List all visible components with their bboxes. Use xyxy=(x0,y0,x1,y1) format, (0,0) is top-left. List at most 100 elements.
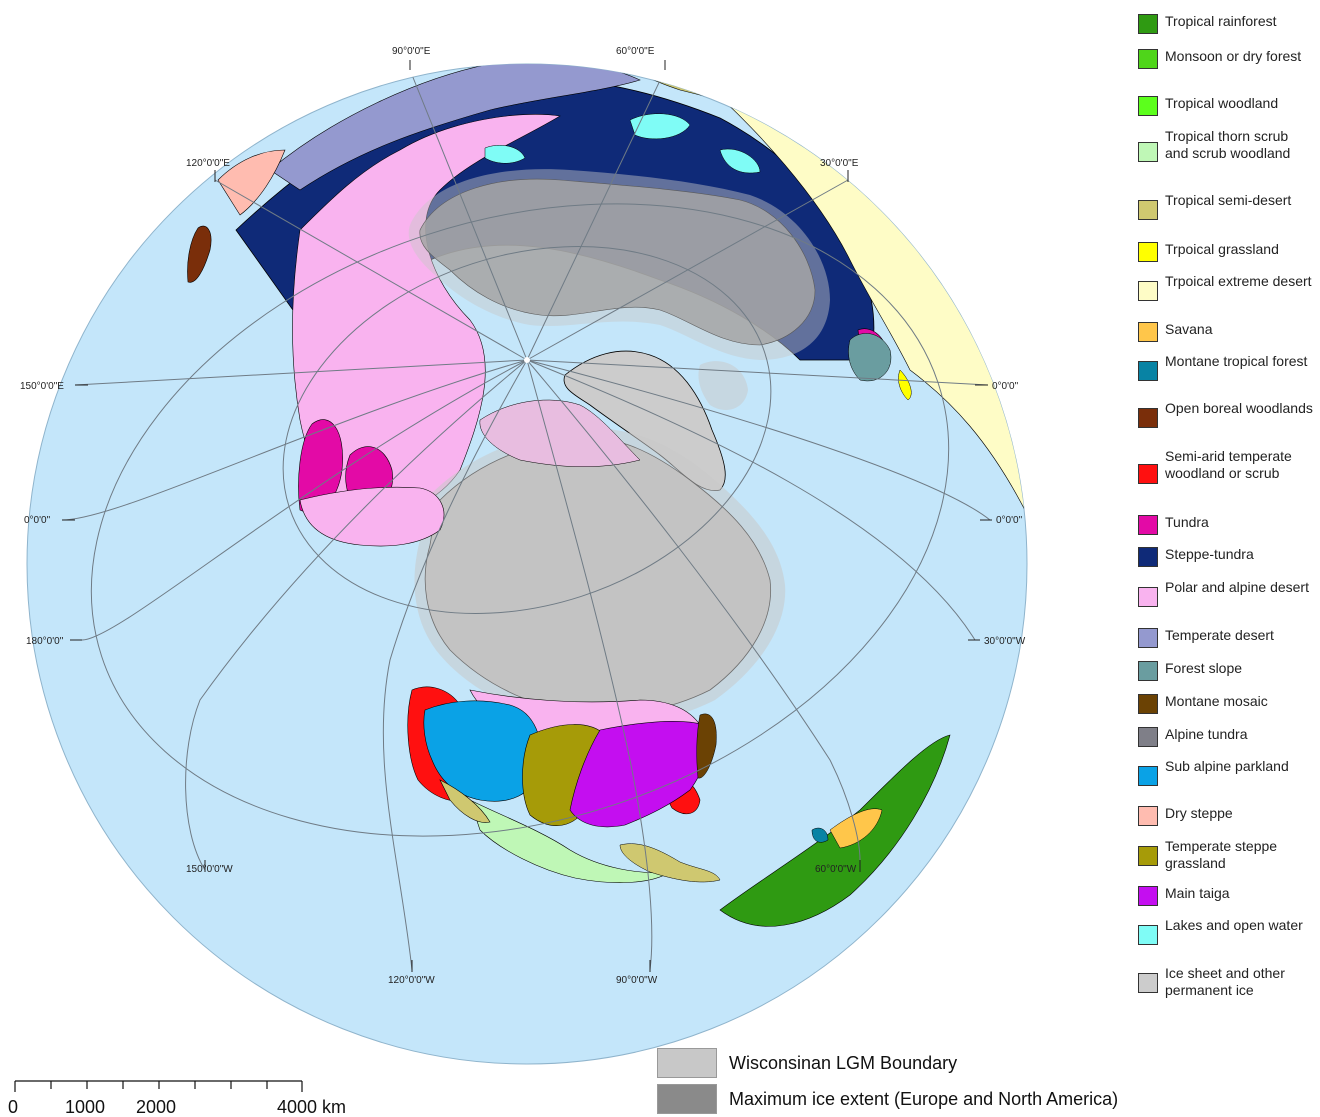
legend-swatch xyxy=(1138,49,1158,69)
legend-label: Maximum ice extent (Europe and North Ame… xyxy=(729,1088,1119,1109)
legend-item: Montane tropical forest xyxy=(1138,353,1315,381)
legend-item: Open boreal woodlands xyxy=(1138,400,1315,428)
scale-bar xyxy=(14,1080,303,1092)
legend-item: Tropical thorn scrub and scrub woodland xyxy=(1138,128,1315,162)
legend-swatch xyxy=(1138,242,1158,262)
legend-label: Montane mosaic xyxy=(1165,693,1268,709)
region-main-taiga xyxy=(569,721,708,828)
scale-label-0: 0 xyxy=(8,1097,18,1117)
coord-label-zero-lower: 0°0'0" xyxy=(996,515,1023,526)
coord-ticks xyxy=(62,60,992,972)
region-temperate-desert xyxy=(269,64,641,191)
legend-item: Main taiga xyxy=(1138,885,1315,906)
coord-label-60e: 60°0'0"E xyxy=(616,46,655,57)
coord-label-30w: 30°0'0"W xyxy=(984,636,1026,647)
legend-label: Tropical woodland xyxy=(1165,95,1279,111)
legend-item: Trpoical grassland xyxy=(1138,241,1315,262)
legend-item: Lakes and open water xyxy=(1138,917,1315,945)
legend-label: Monsoon or dry forest xyxy=(1165,48,1302,64)
legend-label: Temperate desert xyxy=(1165,627,1274,643)
legend-item: Forest slope xyxy=(1138,660,1315,681)
legend-swatch xyxy=(657,1048,717,1078)
region-open-boreal-woodland xyxy=(187,225,212,283)
region-tropical-semi-desert-mexico xyxy=(439,779,491,823)
coord-label-zero-left: 0°0'0" xyxy=(24,515,51,526)
scale-label-4000: 4000 km xyxy=(277,1097,346,1117)
coord-label-120e: 120°0'0"E xyxy=(186,158,230,169)
legend-swatch xyxy=(1138,727,1158,747)
coord-label-120w: 120°0'0"W xyxy=(388,975,435,986)
legend-swatch xyxy=(1138,846,1158,866)
legend-label: Dry steppe xyxy=(1165,805,1233,821)
coord-label-150e: 150°0'0"E xyxy=(20,381,64,392)
region-forest-slope-europe xyxy=(848,333,892,382)
legend-swatch xyxy=(1138,96,1158,116)
legend-label: Trpoical grassland xyxy=(1165,241,1279,257)
legend-item: Sub alpine parkland xyxy=(1138,758,1315,786)
region-lgm-boundary-north-america xyxy=(414,428,786,726)
legend-swatch xyxy=(1138,515,1158,535)
legend-label: Temperate steppe grassland xyxy=(1165,838,1278,871)
legend-swatch xyxy=(1138,281,1158,301)
region-dry-steppe xyxy=(217,149,286,216)
scale-label-2000: 2000 xyxy=(136,1097,176,1117)
legend-item: Tropical semi-desert xyxy=(1138,192,1315,220)
legend-label: Montane tropical forest xyxy=(1165,353,1308,369)
legend-label: Polar and alpine desert xyxy=(1165,579,1309,595)
landmass-layer xyxy=(187,64,1027,927)
coord-label-90e: 90°0'0"E xyxy=(392,46,431,57)
region-polar-desert-archipelago xyxy=(479,399,641,467)
legend-label: Semi-arid temperate woodland or scrub xyxy=(1165,448,1292,481)
legend-label: Savana xyxy=(1165,321,1213,337)
legend-label: Open boreal woodlands xyxy=(1165,400,1313,416)
region-tropical-grassland xyxy=(898,369,912,401)
legend-label: Trpoical extreme desert xyxy=(1165,273,1312,289)
legend-label: Tropical semi-desert xyxy=(1165,192,1292,208)
legend-swatch xyxy=(1138,200,1158,220)
graticule xyxy=(61,69,991,971)
legend-swatch xyxy=(1138,661,1158,681)
legend-label: Lakes and open water xyxy=(1165,917,1303,933)
legend-item-max-ice: Maximum ice extent (Europe and North Ame… xyxy=(657,1084,1118,1114)
legend-label: Ice sheet and other permanent ice xyxy=(1165,965,1285,998)
legend-item: Ice sheet and other permanent ice xyxy=(1138,965,1315,999)
region-lgm-boundary-europe xyxy=(408,169,830,360)
legend-swatch xyxy=(657,1084,717,1114)
region-polar-desert-alaska xyxy=(299,486,445,547)
legend-item: Tropical rainforest xyxy=(1138,13,1315,34)
legend-item: Tropical woodland xyxy=(1138,95,1315,116)
legend-item: Dry steppe xyxy=(1138,805,1315,826)
coord-label-zero-upper: 0°0'0" xyxy=(992,381,1019,392)
region-montane-mosaic xyxy=(696,713,717,779)
legend-item: Steppe-tundra xyxy=(1138,546,1315,567)
region-savana-sa xyxy=(829,808,883,849)
legend-item: Temperate desert xyxy=(1138,627,1315,648)
legend-item-lgm-boundary: Wisconsinan LGM Boundary xyxy=(657,1048,957,1078)
legend-item: Monsoon or dry forest xyxy=(1138,48,1315,69)
legend-item: Montane mosaic xyxy=(1138,693,1315,714)
region-lakes-3 xyxy=(719,148,761,174)
coord-label-180: 180°0'0" xyxy=(26,636,64,647)
region-montane-tropical-forest xyxy=(811,827,829,843)
legend-item: Temperate steppe grassland xyxy=(1138,838,1315,872)
legend-swatch xyxy=(1138,14,1158,34)
legend-swatch xyxy=(1138,628,1158,648)
legend-swatch xyxy=(1138,925,1158,945)
legend-item: Polar and alpine desert xyxy=(1138,579,1315,607)
scale-label-1000: 1000 xyxy=(65,1097,105,1117)
legend-swatch xyxy=(1138,142,1158,162)
region-central-america xyxy=(619,843,721,883)
legend-label: Tundra xyxy=(1165,514,1209,530)
region-max-ice-europe xyxy=(419,178,816,346)
legend-swatch xyxy=(1138,806,1158,826)
region-lakes-1 xyxy=(629,113,691,140)
legend-item: Trpoical extreme desert xyxy=(1138,273,1315,301)
region-lgm-boundary-greenland xyxy=(698,361,748,410)
coord-label-90w: 90°0'0"W xyxy=(616,975,658,986)
legend-swatch xyxy=(1138,361,1158,381)
region-lakes-2 xyxy=(484,145,526,164)
legend-label: Steppe-tundra xyxy=(1165,546,1254,562)
legend-swatch xyxy=(1138,408,1158,428)
legend-label: Main taiga xyxy=(1165,885,1230,901)
legend-label: Tropical thorn scrub and scrub woodland xyxy=(1165,128,1291,161)
